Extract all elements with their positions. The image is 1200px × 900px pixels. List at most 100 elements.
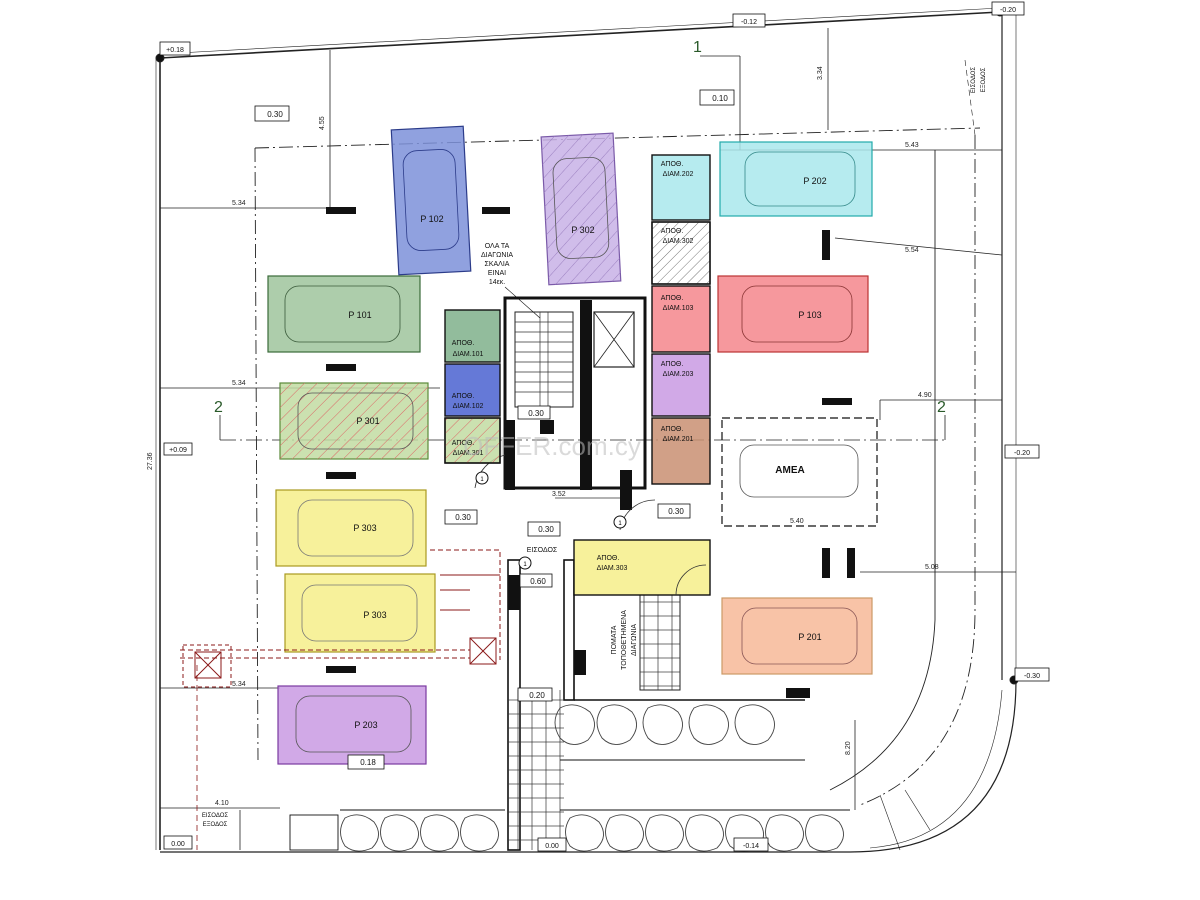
label-s201-line2: ΔΙΑΜ.201 xyxy=(663,436,694,443)
axis-2-left-label: 2 xyxy=(214,399,223,416)
note-stairs-line1: ΟΛΑ ΤΑ xyxy=(485,243,510,250)
label-s303-line2: ΔΙΑΜ.303 xyxy=(597,565,628,572)
storage-102 xyxy=(444,363,501,417)
level-bottom-center: 0.00 xyxy=(545,843,559,850)
svg-text:1: 1 xyxy=(480,477,484,483)
note-exit-right-line2: ΕΞΟΔΟΣ xyxy=(981,67,987,92)
label-s302-line2: ΔΙΑΜ.302 xyxy=(663,238,694,245)
level-mid-b: 0.30 xyxy=(538,525,554,534)
storage-303 xyxy=(573,539,711,596)
level-upper-left: 0.30 xyxy=(267,110,283,119)
grid-axes: 1 2 2 xyxy=(214,39,946,416)
level-bottom-right: -0.14 xyxy=(743,843,759,850)
level-mid-c: 0.30 xyxy=(668,507,684,516)
storage-103 xyxy=(651,285,711,353)
parking-p201 xyxy=(721,597,873,675)
dim-490: 4.90 xyxy=(918,392,932,399)
dim-540: 5.40 xyxy=(790,518,804,525)
label-s301-line2: ΔΙΑΜ.301 xyxy=(453,450,484,457)
label-p101: P 101 xyxy=(348,310,371,320)
label-p302: P 302 xyxy=(571,225,594,235)
note-exit-bottom-line2: ΕΞΟΔΟΣ xyxy=(203,822,228,828)
label-s103-line1: ΑΠΟΘ. xyxy=(661,295,684,302)
level-bottom-p203: 0.18 xyxy=(360,758,376,767)
dim-352: 3.52 xyxy=(552,491,566,498)
parking-p202 xyxy=(719,141,873,217)
label-s101-line2: ΔΙΑΜ.101 xyxy=(453,351,484,358)
parking-p203 xyxy=(277,685,427,765)
parking-amea xyxy=(721,417,878,527)
drainage-lines xyxy=(180,549,501,688)
parking-p303b xyxy=(284,573,436,653)
level-top-left: +0.18 xyxy=(166,47,184,54)
level-bottom-left: 0.00 xyxy=(171,841,185,848)
label-p103: P 103 xyxy=(798,310,821,320)
label-s203-line1: ΑΠΟΘ. xyxy=(661,361,684,368)
svg-text:1: 1 xyxy=(523,562,527,568)
dim-534-c: 5.34 xyxy=(232,681,246,688)
storage-202 xyxy=(651,154,711,221)
note-exit-right-line1: ΕΙΣΟΔΟΣ xyxy=(971,67,977,93)
label-s102-line1: ΑΠΟΘ. xyxy=(452,393,475,400)
axis-1-label: 1 xyxy=(693,39,702,56)
wall-stubs xyxy=(326,207,855,698)
dim-334: 3.34 xyxy=(817,66,824,80)
label-s303-line1: ΑΠΟΘ. xyxy=(597,555,620,562)
dimension-lines xyxy=(160,28,1016,850)
label-p202: P 202 xyxy=(803,176,826,186)
label-p303b: P 303 xyxy=(363,610,386,620)
label-p102: P 102 xyxy=(420,214,443,224)
label-s102-line2: ΔΙΑΜ.102 xyxy=(453,403,484,410)
dim-410: 4.10 xyxy=(215,800,229,807)
label-s202-line2: ΔΙΑΜ.202 xyxy=(663,171,694,178)
level-left-mid: +0.09 xyxy=(169,447,187,454)
parking-p302 xyxy=(540,132,622,286)
label-amea: AMEA xyxy=(775,465,804,476)
notes: ΟΛΑ ΤΑ ΔΙΑΓΩΝΙΑ ΣΚΑΛΙΑ ΕΙΝΑΙ 14εκ. ΕΙΣΟΔ… xyxy=(202,67,987,828)
level-top-center: -0.12 xyxy=(741,19,757,26)
level-mid-a: 0.30 xyxy=(455,513,471,522)
note-planters-line1: ΠΟΜΑΤΑ xyxy=(611,625,618,654)
label-s103-line2: ΔΙΑΜ.103 xyxy=(663,305,694,312)
label-s301-line1: ΑΠΟΘ. xyxy=(452,440,475,447)
level-markers: +0.18 -0.12 -0.20 0.10 0.30 +0.09 -0.20 … xyxy=(159,1,1050,852)
note-entrance: ΕΙΣΟΔΟΣ xyxy=(527,547,558,554)
storage-rooms xyxy=(444,154,711,596)
level-right-bottom: -0.30 xyxy=(1024,673,1040,680)
level-lower-walk: 0.20 xyxy=(529,691,545,700)
dim-534-a: 5.34 xyxy=(232,200,246,207)
label-s101-line1: ΑΠΟΘ. xyxy=(452,340,475,347)
note-stairs-line2: ΔΙΑΓΩΝΙΑ xyxy=(481,252,513,259)
label-p203: P 203 xyxy=(354,720,377,730)
note-stairs-line4: ΕΙΝΑΙ xyxy=(488,270,506,277)
label-s201-line1: ΑΠΟΘ. xyxy=(661,426,684,433)
level-stair-mid: 0.30 xyxy=(528,409,544,418)
storage-labels: ΑΠΟΘ. ΔΙΑΜ.202 ΑΠΟΘ. ΔΙΑΜ.302 ΑΠΟΘ. ΔΙΑΜ… xyxy=(452,161,694,572)
dimension-texts: 3.34 4.55 5.34 5.34 5.34 5.43 5.54 4.90 … xyxy=(147,66,939,807)
label-p301: P 301 xyxy=(356,416,379,426)
storage-203 xyxy=(651,353,711,417)
parking-p101 xyxy=(267,275,421,353)
dim-820: 8.20 xyxy=(845,741,852,755)
note-stairs-line5: 14εκ. xyxy=(489,279,505,286)
level-top-right: -0.20 xyxy=(1000,7,1016,14)
parking-labels: P 102 P 302 P 202 P 101 P 103 P 301 AMEA… xyxy=(348,176,826,730)
parking-p103 xyxy=(717,275,869,353)
label-p201: P 201 xyxy=(798,632,821,642)
note-planters-line3: ΔΙΑΓΩΝΙΑ xyxy=(631,624,638,656)
dim-455: 4.55 xyxy=(319,116,326,130)
dim-543: 5.43 xyxy=(905,142,919,149)
parking-p303a xyxy=(275,489,427,567)
parking-spaces xyxy=(267,125,878,765)
axis-2-right-label: 2 xyxy=(937,399,946,416)
label-s302-line1: ΑΠΟΘ. xyxy=(661,228,684,235)
storage-101 xyxy=(444,309,501,363)
dim-534-b: 5.34 xyxy=(232,380,246,387)
parking-p102 xyxy=(390,125,472,276)
dim-508: 5.08 xyxy=(925,564,939,571)
label-p303a: P 303 xyxy=(353,523,376,533)
dim-554: 5.54 xyxy=(905,247,919,254)
dim-2736: 27.36 xyxy=(147,452,154,470)
level-right-mid: -0.20 xyxy=(1014,450,1030,457)
